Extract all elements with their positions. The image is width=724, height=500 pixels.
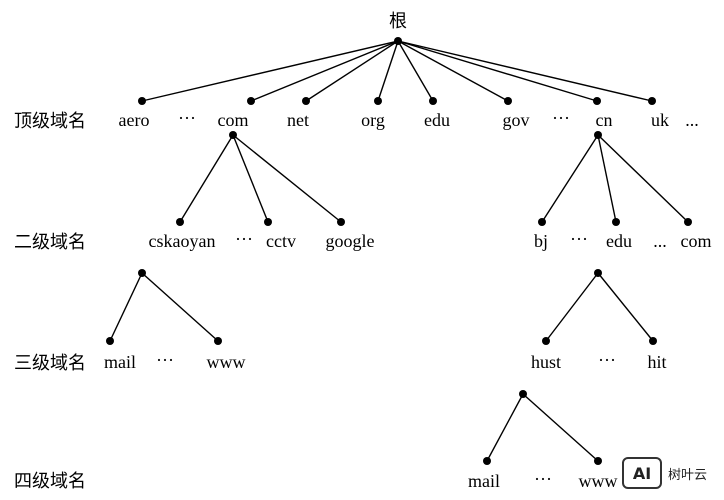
watermark: AI 树叶云: [622, 453, 722, 493]
dot-cn-edu: [612, 218, 620, 226]
dot-www: [214, 337, 222, 345]
node-org: org: [361, 110, 385, 130]
node-cn-edu: edu: [606, 231, 632, 251]
edges-cskaoyan: [109, 272, 219, 342]
edge-root-edu: [397, 40, 434, 102]
watermark-text: 树叶云: [668, 467, 708, 483]
edge-root-gov: [397, 40, 509, 102]
edge-com-cctv: [232, 134, 269, 223]
node-hit: hit: [647, 352, 666, 372]
edge-root-aero: [141, 40, 399, 102]
edge-edu-hust: [545, 272, 599, 342]
level-label-second: 二级域名: [14, 232, 86, 252]
dot-cn: [593, 97, 601, 105]
node-gov: gov: [503, 110, 530, 130]
edge-com-cskaoyan: [179, 134, 234, 223]
node-hust: hust: [531, 352, 561, 372]
dot-hust: [542, 337, 550, 345]
node-aero: aero: [119, 110, 150, 130]
node-top-ellipsis2: ···: [552, 108, 570, 128]
dot-mail: [106, 337, 114, 345]
node-com: com: [218, 110, 249, 130]
edges-edu: [545, 272, 654, 342]
node-hust-www: www: [579, 471, 618, 491]
dot-hust-www: [594, 457, 602, 465]
dot-org: [374, 97, 382, 105]
node-edu-ellipsis: ···: [598, 350, 616, 370]
dot-hust-mail: [483, 457, 491, 465]
edge-edu-hit: [597, 272, 654, 342]
node-cskaoyan: cskaoyan: [149, 231, 216, 251]
dot-uk: [648, 97, 656, 105]
dot-bj: [538, 218, 546, 226]
edge-cn-bj: [541, 134, 599, 223]
edge-cskaoyan-mail: [109, 272, 143, 342]
level-label-top: 顶级域名: [14, 111, 86, 131]
edge-root-net: [305, 40, 399, 102]
dot-aero: [138, 97, 146, 105]
node-uk: uk: [651, 110, 669, 130]
edges-hust: [486, 393, 599, 462]
node-cctv: cctv: [266, 231, 296, 251]
node-cn: cn: [596, 110, 613, 130]
edges-cn: [541, 134, 689, 223]
node-cn-ellipsis: ···: [570, 229, 588, 249]
dot-cskaoyan-parent: [138, 269, 146, 277]
node-com-ellipsis: ···: [235, 229, 253, 249]
node-cn-dots: ...: [653, 231, 667, 251]
edge-cn-com: [597, 134, 689, 223]
node-bj: bj: [534, 231, 548, 251]
node-net: net: [287, 110, 309, 130]
edge-root-com: [250, 40, 399, 102]
node-dots: [106, 37, 692, 465]
edges-root: [141, 40, 653, 102]
edge-com-google: [232, 134, 342, 223]
dot-google: [337, 218, 345, 226]
watermark-logo-text: AI: [632, 463, 652, 483]
dot-edu: [429, 97, 437, 105]
node-edu: edu: [424, 110, 450, 130]
node-top-ellipsis: ···: [178, 108, 196, 128]
watermark-logo-icon: AI: [622, 457, 662, 489]
dot-root: [394, 37, 402, 45]
node-mail: mail: [104, 352, 136, 372]
edges-com: [179, 134, 342, 223]
node-top-trailing: ...: [685, 110, 699, 130]
dot-cn-parent: [594, 131, 602, 139]
node-hust-ellipsis: ···: [534, 469, 552, 489]
edge-hust-www: [522, 393, 599, 462]
dot-gov: [504, 97, 512, 105]
node-cskaoyan-ellipsis: ···: [156, 350, 174, 370]
dot-hit: [649, 337, 657, 345]
level-label-third: 三级域名: [14, 353, 86, 373]
dot-com: [247, 97, 255, 105]
edge-root-cn: [397, 40, 598, 102]
dot-cn-com: [684, 218, 692, 226]
dot-net: [302, 97, 310, 105]
node-www: www: [207, 352, 246, 372]
edge-root-org: [377, 40, 399, 102]
edge-root-uk: [397, 40, 653, 102]
edge-hust-mail: [486, 393, 524, 462]
dot-com-parent: [229, 131, 237, 139]
dot-cskaoyan: [176, 218, 184, 226]
node-google: google: [326, 231, 375, 251]
edge-cskaoyan-www: [141, 272, 219, 342]
level-label-fourth: 四级域名: [14, 471, 86, 491]
dot-hust-parent: [519, 390, 527, 398]
dot-edu-parent: [594, 269, 602, 277]
dot-cctv: [264, 218, 272, 226]
node-cn-com: com: [681, 231, 712, 251]
edge-cn-edu: [597, 134, 617, 223]
node-hust-mail: mail: [468, 471, 500, 491]
node-root: 根: [389, 11, 407, 31]
